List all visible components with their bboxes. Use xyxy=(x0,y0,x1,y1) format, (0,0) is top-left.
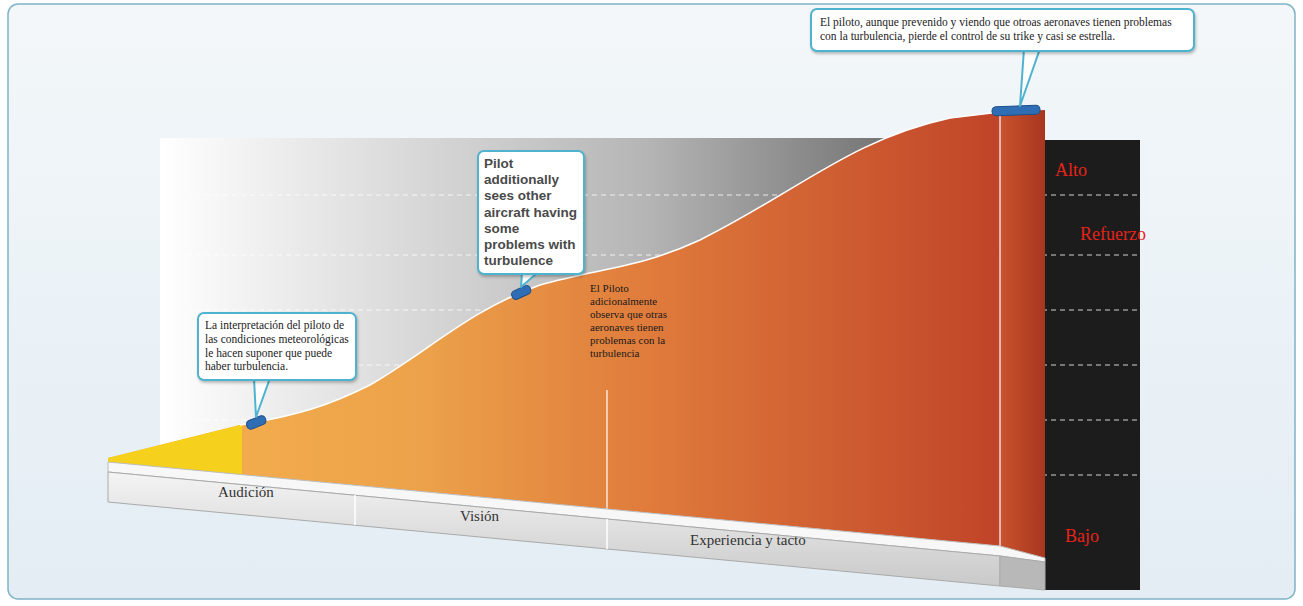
callout-tail xyxy=(254,378,270,417)
sense-label: Experiencia y tacto xyxy=(690,532,806,550)
area-side xyxy=(1000,110,1045,560)
divider-line xyxy=(999,112,1000,556)
callout-tail xyxy=(1020,49,1040,106)
scale-label: Refuerzo xyxy=(1080,224,1146,245)
curve-markers xyxy=(245,105,1040,430)
segment-divider xyxy=(606,519,608,549)
callout-text: El piloto, aunque prevenido y viendo que… xyxy=(820,16,1185,44)
frame xyxy=(8,4,1295,599)
divider-line xyxy=(606,390,607,519)
callout-text: Pilot additionally sees other aircraft h… xyxy=(484,156,578,269)
scale-label: Alto xyxy=(1055,160,1087,181)
base-front xyxy=(108,472,1000,586)
scale-label: Bajo xyxy=(1065,526,1099,547)
spanish-note: El Piloto adicionalmente observa que otr… xyxy=(590,282,678,360)
callout-box: La interpretación del piloto de las cond… xyxy=(197,312,357,381)
callout-box: Pilot additionally sees other aircraft h… xyxy=(477,150,585,275)
callout-box: El piloto, aunque prevenido y viendo que… xyxy=(810,8,1195,52)
sense-label: Audición xyxy=(218,484,274,502)
base-end xyxy=(1000,556,1045,590)
callout-text: La interpretación del piloto de las cond… xyxy=(205,319,349,374)
segment-divider xyxy=(354,495,356,525)
sense-label: Visión xyxy=(460,508,499,526)
